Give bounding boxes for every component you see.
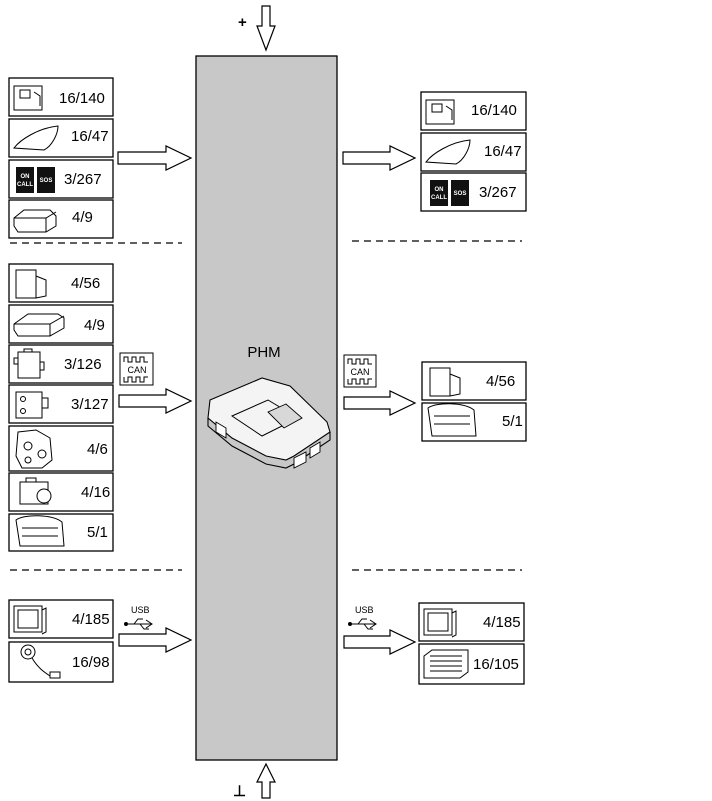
svg-text:ON: ON xyxy=(21,174,30,180)
right-can-output-arrow xyxy=(343,390,417,416)
module-4-9-icon xyxy=(13,313,65,337)
right-top-label-3: 3/267 xyxy=(479,184,517,201)
right-usb-icon: USB xyxy=(348,605,377,630)
left-can-label-4: 3/127 xyxy=(71,396,109,413)
svg-text:SOS: SOS xyxy=(454,191,467,197)
sos-call-button-icon: ON CALL SOS xyxy=(16,167,55,193)
left-usb-icon: USB xyxy=(124,605,153,630)
left-can-label-7: 5/1 xyxy=(87,524,108,541)
left-usb-group: 4/185 16/98 xyxy=(8,599,114,683)
right-can-group: 4/56 5/1 xyxy=(421,361,527,442)
left-top-label-2: 16/47 xyxy=(71,128,109,145)
right-usb-output-arrow xyxy=(343,629,417,655)
right-top-label-1: 16/140 xyxy=(471,102,517,119)
module-4-6-icon xyxy=(15,429,53,469)
sos-call-button-icon: ON CALL SOS xyxy=(430,180,469,206)
left-component-box xyxy=(8,384,114,424)
display-4-185-icon xyxy=(13,605,47,635)
right-can-text: CAN xyxy=(350,367,369,377)
usb-socket-icon xyxy=(20,644,61,679)
module-4-56-icon xyxy=(15,269,47,299)
left-can-label-5: 4/6 xyxy=(87,441,108,458)
left-can-bus-icon: CAN xyxy=(119,352,154,386)
svg-text:CALL: CALL xyxy=(17,182,33,188)
left-usb-label-2: 16/98 xyxy=(72,654,110,671)
instrument-cluster-icon xyxy=(427,403,477,437)
module-4-16-icon xyxy=(19,477,52,505)
right-can-label-2: 5/1 xyxy=(502,413,523,430)
right-usb-label-2: 16/105 xyxy=(473,656,519,673)
right-usb-label-1: 4/185 xyxy=(483,614,521,631)
right-usb-text: USB xyxy=(355,605,374,615)
right-can-label-1: 4/56 xyxy=(486,373,515,390)
right-can-bus-icon: CAN xyxy=(343,354,377,388)
left-can-label-1: 4/56 xyxy=(71,275,100,292)
right-component-box xyxy=(421,402,527,442)
left-top-input-arrow xyxy=(117,145,193,171)
supply-plus-symbol: + xyxy=(238,14,247,31)
left-can-text: CAN xyxy=(127,365,146,375)
right-component-box xyxy=(420,132,527,172)
supply-in-arrow xyxy=(256,5,276,52)
left-can-input-arrow xyxy=(118,388,193,414)
phm-label: PHM xyxy=(247,344,280,361)
left-component-box xyxy=(8,344,114,384)
telematics-unit-icon xyxy=(425,99,455,125)
phm-control-unit-icon xyxy=(207,377,331,469)
module-3-127-icon xyxy=(15,391,49,419)
left-can-label-2: 4/9 xyxy=(84,317,105,334)
left-can-label-6: 4/16 xyxy=(81,484,110,501)
svg-text:ON: ON xyxy=(435,187,444,193)
left-component-box xyxy=(8,118,114,158)
display-4-185-icon xyxy=(423,608,457,638)
module-4-56-icon xyxy=(429,367,461,397)
left-usb-label-1: 4/185 xyxy=(72,611,110,628)
ground-arrow xyxy=(256,762,276,799)
svg-text:SOS: SOS xyxy=(40,178,53,184)
telematics-unit-icon xyxy=(13,85,43,111)
left-usb-text: USB xyxy=(131,605,150,615)
control-unit-icon xyxy=(13,209,57,233)
left-usb-input-arrow xyxy=(118,627,193,653)
right-component-box xyxy=(418,643,525,685)
left-component-box xyxy=(8,425,114,472)
right-top-output-arrow xyxy=(342,145,417,171)
display-16-105-icon xyxy=(423,649,469,679)
left-can-label-3: 3/126 xyxy=(64,356,102,373)
left-can-group: 4/56 4/9 3/126 3/127 4/6 4/16 5/1 xyxy=(8,263,114,552)
right-top-group: 16/140 16/47 ON CALL SOS 3/267 xyxy=(420,91,527,212)
right-top-label-2: 16/47 xyxy=(484,143,522,160)
svg-text:CALL: CALL xyxy=(431,195,447,201)
left-component-box xyxy=(8,513,114,552)
roof-antenna-icon xyxy=(13,125,59,151)
instrument-cluster-icon xyxy=(15,515,65,547)
roof-antenna-icon xyxy=(425,139,471,165)
left-top-label-4: 4/9 xyxy=(72,209,93,226)
module-3-126-icon xyxy=(13,348,45,379)
left-top-group: 16/140 16/47 ON CALL SOS 3/267 4/9 xyxy=(8,77,114,239)
right-usb-group: 4/185 16/105 xyxy=(418,602,525,685)
left-top-label-3: 3/267 xyxy=(64,171,102,188)
left-top-label-1: 16/140 xyxy=(59,90,105,107)
ground-symbol: ⊥ xyxy=(233,783,246,800)
